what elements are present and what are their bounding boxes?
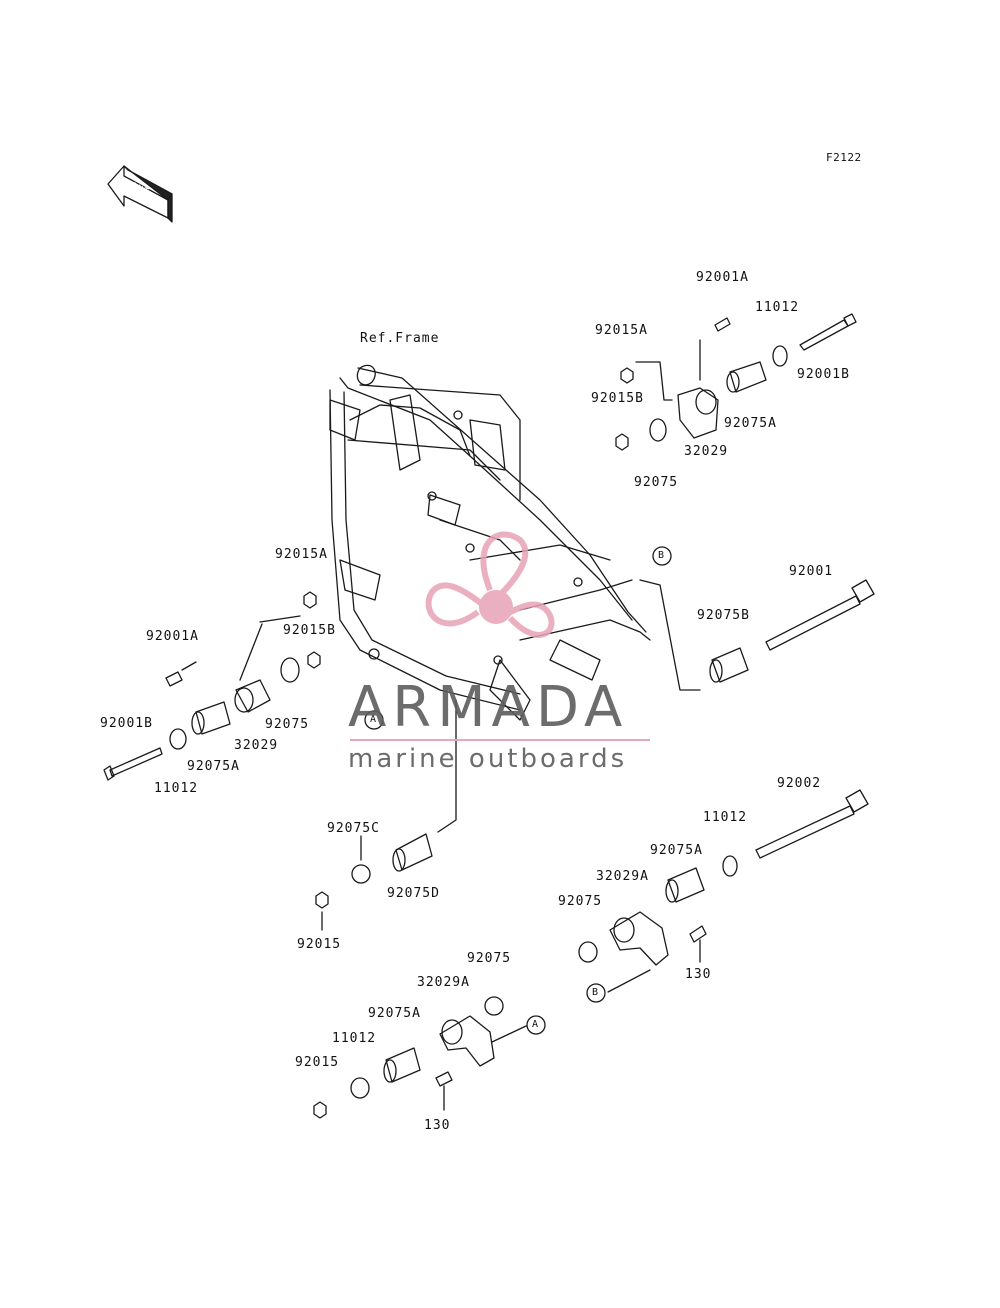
part-label: 92075B: [697, 608, 750, 623]
part-label: 11012: [755, 300, 800, 315]
part-label: 130: [685, 967, 712, 982]
frame-drawing: [329, 364, 651, 721]
watermark-title: ARMADA: [348, 675, 629, 740]
part-label: 92075C: [327, 821, 380, 836]
ref-frame-label: Ref.Frame: [360, 331, 440, 346]
watermark-rule: [350, 739, 650, 741]
part-label: 11012: [703, 810, 748, 825]
lower-right-mount-parts: [578, 855, 738, 993]
part-label: 92075: [265, 717, 310, 732]
part-label: 92015A: [275, 547, 328, 562]
callout-b: B: [592, 987, 599, 998]
part-label: 11012: [332, 1031, 377, 1046]
callout-a: A: [532, 1019, 539, 1030]
part-label: 92075A: [650, 843, 703, 858]
part-label: 92075A: [187, 759, 240, 774]
callout-a: A: [370, 714, 377, 725]
part-label: 92001A: [696, 270, 749, 285]
part-label: 32029A: [417, 975, 470, 990]
part-label: 32029: [234, 738, 279, 753]
part-label: 92001B: [100, 716, 153, 731]
callout-b: B: [658, 550, 665, 561]
upper-right-mount-parts: [615, 313, 857, 451]
part-label: 92015B: [591, 391, 644, 406]
bottom-mount-parts: [313, 996, 527, 1119]
bushing-92075b: [639, 579, 749, 691]
part-label: 11012: [154, 781, 199, 796]
part-label: 92075D: [387, 886, 440, 901]
part-label: 92001: [789, 564, 834, 579]
part-label: 92015B: [283, 623, 336, 638]
part-label: 32029A: [596, 869, 649, 884]
part-label: 92075: [467, 951, 512, 966]
front-arrow-icon: [107, 165, 173, 223]
part-label: 32029: [684, 444, 729, 459]
part-label: 92001B: [797, 367, 850, 382]
part-label: 92015: [295, 1055, 340, 1070]
part-label: 92075: [558, 894, 603, 909]
part-label: 92075A: [724, 416, 777, 431]
part-label: 92002: [777, 776, 822, 791]
part-label: 92075A: [368, 1006, 421, 1021]
part-label: 130: [424, 1118, 451, 1133]
figure-code: F2122: [826, 151, 862, 164]
long-bolts: [755, 579, 875, 859]
propeller-logo-icon: [425, 531, 555, 638]
left-mount-parts: [103, 591, 321, 781]
watermark-subtitle: marine outboards: [348, 744, 628, 774]
part-label: 92015A: [595, 323, 648, 338]
part-label: 92075: [634, 475, 679, 490]
part-label: 92015: [297, 937, 342, 952]
part-label: 92001A: [146, 629, 199, 644]
callout-circles: [364, 546, 672, 1035]
